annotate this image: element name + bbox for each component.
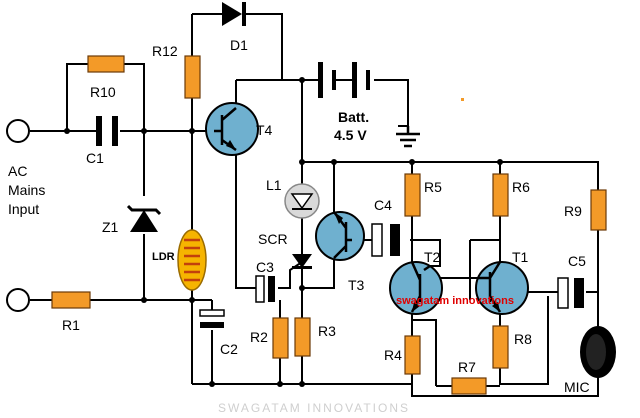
t4-transistor <box>205 102 259 156</box>
battery-label-line2: 4.5 V <box>334 127 367 143</box>
junction-dots <box>64 77 503 387</box>
c1-label: C1 <box>86 150 104 166</box>
t3-label: T3 <box>348 277 365 293</box>
c4-capacitor <box>371 223 400 257</box>
d1-label: D1 <box>230 37 248 53</box>
r5-label: R5 <box>424 179 442 195</box>
r6-resistor <box>492 173 509 217</box>
ac-label-line3: Input <box>8 201 39 217</box>
r3-label: R3 <box>318 323 336 339</box>
stray-dot <box>461 98 464 101</box>
r6-label: R6 <box>512 179 530 195</box>
ac-label-line2: Mains <box>8 182 45 198</box>
ldr-label: LDR <box>152 251 175 263</box>
scr-label: SCR <box>258 231 288 247</box>
ground-icon <box>396 126 420 148</box>
c2-label: C2 <box>220 341 238 357</box>
battery <box>318 62 370 98</box>
c2-capacitor <box>199 309 225 328</box>
ac-label-line1: AC <box>8 163 27 179</box>
t2-label: T2 <box>424 249 441 265</box>
r10-label: R10 <box>90 84 116 100</box>
d1-diode <box>222 2 246 26</box>
r4-label: R4 <box>384 347 402 363</box>
c3-label: C3 <box>256 259 274 275</box>
r5-resistor <box>404 173 421 217</box>
r12-label: R12 <box>152 43 178 59</box>
c5-label: C5 <box>568 253 586 269</box>
ac-input-terminal-top <box>6 119 30 143</box>
r12-resistor <box>184 55 201 99</box>
t4-label: T4 <box>256 122 273 138</box>
c3-capacitor <box>255 275 275 303</box>
r7-label: R7 <box>458 359 476 375</box>
r1-label: R1 <box>62 317 80 333</box>
r7-resistor <box>451 377 487 395</box>
battery-label-line1: Batt. <box>338 109 369 125</box>
z1-zener-diode <box>126 204 162 232</box>
r1-resistor <box>51 291 91 309</box>
c4-label: C4 <box>374 197 392 213</box>
r2-resistor <box>272 317 289 359</box>
ldr-sensor <box>177 229 207 291</box>
r9-label: R9 <box>564 203 582 219</box>
r10-resistor <box>87 55 125 73</box>
wires <box>30 13 599 397</box>
l1-label: L1 <box>266 177 282 193</box>
mic-icon <box>580 326 616 378</box>
t3-transistor <box>315 211 365 261</box>
l1-lamp <box>284 183 320 219</box>
r3-resistor <box>294 317 311 357</box>
r8-resistor <box>492 325 509 369</box>
r2-label: R2 <box>250 329 268 345</box>
t2-transistor <box>389 261 443 315</box>
ac-input-terminal-bottom <box>6 288 30 312</box>
scr-thyristor <box>292 254 312 269</box>
t1-label: T1 <box>512 249 529 265</box>
r9-resistor <box>590 189 607 231</box>
t1-transistor <box>475 261 529 315</box>
watermark-bottom: SWAGATAM INNOVATIONS <box>218 401 410 415</box>
c5-capacitor <box>557 277 584 309</box>
r8-label: R8 <box>514 331 532 347</box>
c1-capacitor <box>96 116 118 146</box>
mic-label: MIC <box>564 379 590 395</box>
watermark-center: swagatam innovations <box>396 295 514 307</box>
z1-label: Z1 <box>102 219 119 235</box>
r4-resistor <box>404 335 421 375</box>
